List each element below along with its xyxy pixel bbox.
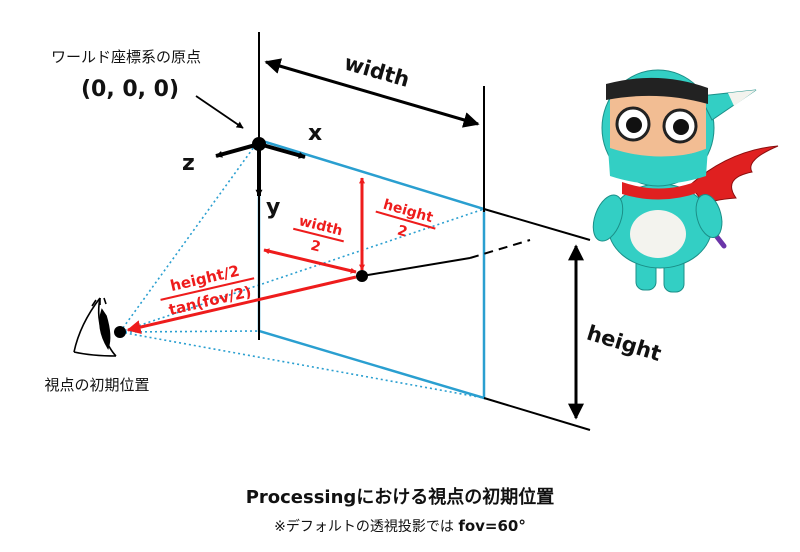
eye-label: 視点の初期位置 bbox=[44, 376, 149, 394]
screen-frame bbox=[257, 138, 486, 400]
height-label: height bbox=[584, 321, 664, 366]
axis-z-label: z bbox=[182, 151, 195, 176]
origin-dot bbox=[252, 137, 266, 151]
diagram-title: Processingにおける視点の初期位置 bbox=[245, 487, 555, 508]
fov-value: fov=60° bbox=[458, 517, 526, 535]
frustum-lines bbox=[119, 139, 485, 399]
eye-icon bbox=[73, 297, 117, 357]
width-dimension-arrow bbox=[264, 58, 480, 128]
axes bbox=[215, 142, 306, 197]
half-width-fraction: width 2 bbox=[293, 213, 344, 256]
ninja-mascot-image bbox=[592, 69, 779, 293]
svg-text:2: 2 bbox=[309, 238, 322, 256]
eye-dot bbox=[114, 326, 126, 338]
axis-y-label: y bbox=[266, 195, 280, 220]
origin-label: ワールド座標系の原点 bbox=[51, 48, 201, 66]
footnote-prefix: ※デフォルトの透視投影では bbox=[274, 519, 454, 535]
half-width-arrow bbox=[263, 248, 357, 274]
axis-x-label: x bbox=[308, 121, 322, 146]
center-dot bbox=[356, 270, 368, 282]
view-distance-arrow bbox=[126, 275, 357, 334]
half-height-fraction: height 2 bbox=[375, 197, 436, 241]
origin-coords: (0, 0, 0) bbox=[81, 77, 179, 102]
footnote: ※デフォルトの透視投影では fov=60° bbox=[0, 516, 800, 536]
svg-text:2: 2 bbox=[395, 223, 409, 241]
origin-leader bbox=[195, 95, 244, 129]
